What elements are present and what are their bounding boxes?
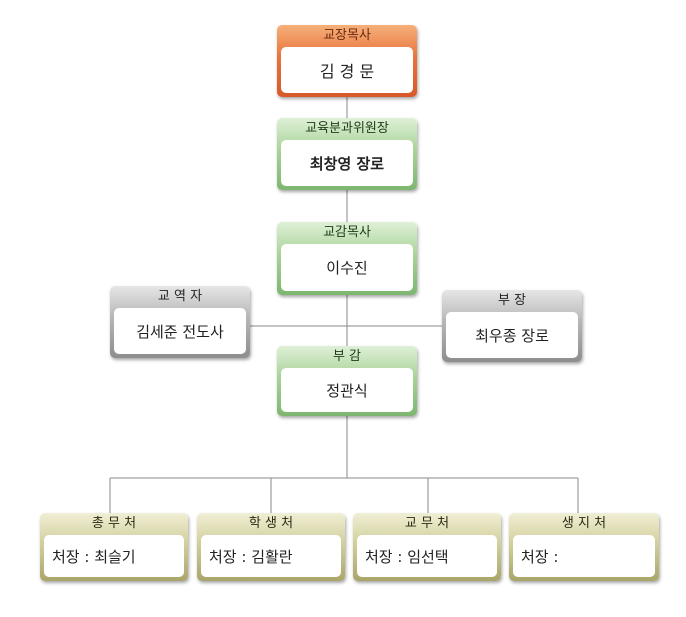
- director-title: 부 장: [497, 293, 527, 308]
- committee-box: 교육분과위원장 최창영 장로: [277, 118, 417, 190]
- vice-principal-box: 교감목사 이수진: [277, 222, 417, 295]
- committee-name: 최창영 장로: [281, 140, 413, 186]
- vice-principal-title: 교감목사: [323, 225, 371, 240]
- deputy-box: 부 감 정관식: [277, 346, 417, 416]
- general-affairs-box: 총 무 처 처장 : 최슬기: [40, 513, 188, 581]
- evangelist-name: 김세준 전도사: [114, 308, 246, 354]
- student-affairs-title: 학 생 처: [248, 516, 294, 531]
- principal-name: 김 경 문: [281, 47, 413, 93]
- evangelist-box: 교 역 자 김세준 전도사: [110, 286, 250, 358]
- student-affairs-head: 처장 : 김활란: [201, 535, 341, 577]
- principal-box: 교장목사 김 경 문: [277, 25, 417, 97]
- director-name: 최우종 장로: [446, 312, 578, 358]
- life-guidance-head: 처장 :: [513, 535, 655, 577]
- general-affairs-title: 총 무 처: [91, 516, 137, 531]
- deputy-name: 정관식: [281, 368, 413, 412]
- vice-principal-name: 이수진: [281, 244, 413, 291]
- deputy-title: 부 감: [332, 349, 362, 364]
- academic-affairs-title: 교 무 처: [404, 516, 450, 531]
- principal-title: 교장목사: [323, 28, 371, 43]
- director-box: 부 장 최우종 장로: [442, 290, 582, 362]
- general-affairs-head: 처장 : 최슬기: [44, 535, 184, 577]
- life-guidance-box: 생 지 처 처장 :: [509, 513, 659, 581]
- committee-title: 교육분과위원장: [305, 121, 389, 136]
- life-guidance-title: 생 지 처: [561, 516, 607, 531]
- evangelist-title: 교 역 자: [157, 289, 203, 304]
- student-affairs-box: 학 생 처 처장 : 김활란: [197, 513, 345, 581]
- academic-affairs-box: 교 무 처 처장 : 임선택: [353, 513, 501, 581]
- academic-affairs-head: 처장 : 임선택: [357, 535, 497, 577]
